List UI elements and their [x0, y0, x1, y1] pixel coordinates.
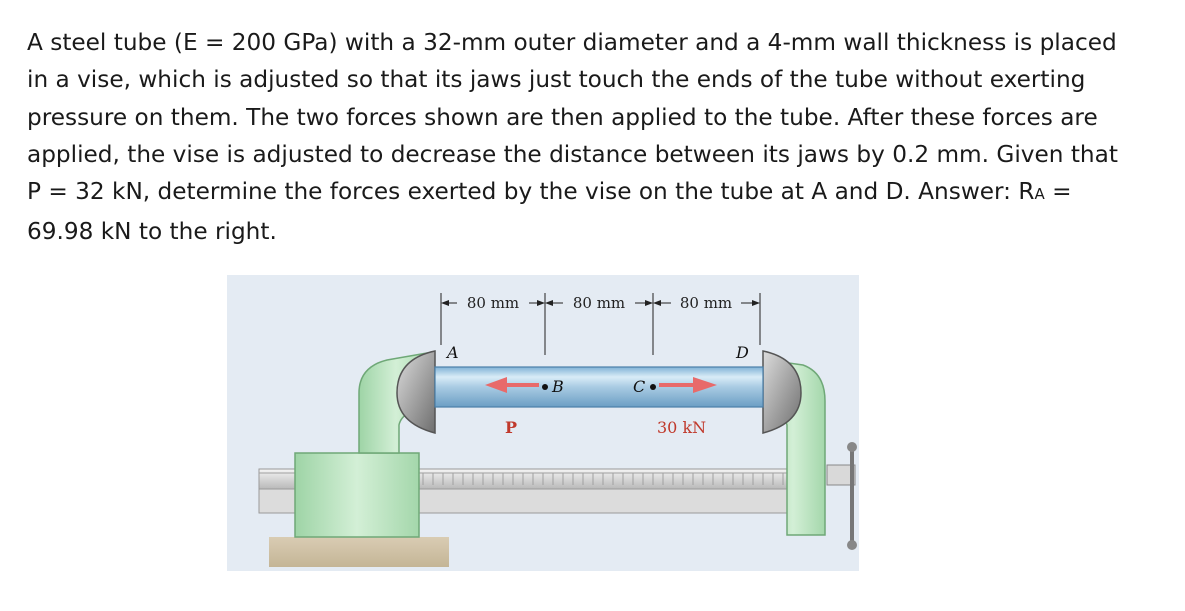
point-d-label: D	[735, 343, 749, 362]
problem-line-4: applied, the vise is adjusted to decreas…	[27, 140, 1118, 168]
dimension-lines	[440, 293, 761, 355]
point-c-dot	[650, 384, 656, 390]
problem-line-1: A steel tube (E = 200 GPa) with a 32-mm …	[27, 29, 1117, 56]
problem-line-5: P = 32 kN, determine the forces exerted …	[27, 173, 1167, 213]
problem-statement: A steel tube (E = 200 GPa) with a 32-mm …	[27, 24, 1167, 251]
problem-line-2: in a vise, which is adjusted so that its…	[27, 66, 1086, 94]
handle-knob-top	[847, 442, 857, 452]
point-a-label: A	[445, 343, 459, 362]
vise-diagram: 80 mm 80 mm 80 mm A D B C P 30 kN	[258, 293, 857, 567]
dimension-bc: 80 mm	[573, 294, 625, 312]
force-p-label: P	[505, 418, 517, 437]
ground-base	[269, 537, 449, 567]
dimension-cd: 80 mm	[680, 294, 732, 312]
problem-line-5-text: P = 32 kN, determine the forces exerted …	[27, 178, 1035, 206]
handle-knob-bottom	[847, 540, 857, 550]
answer-subscript-a: A	[1034, 185, 1045, 204]
point-c-label: C	[633, 377, 645, 396]
dimension-arrowheads	[441, 300, 760, 306]
point-b-label: B	[551, 377, 564, 396]
right-jaw	[762, 350, 802, 434]
force-30kn-label: 30 kN	[657, 418, 706, 437]
screw-housing	[826, 464, 856, 486]
answer-equals: =	[1044, 178, 1072, 206]
left-jaw	[396, 350, 436, 434]
problem-line-3: pressure on them. The two forces shown a…	[27, 103, 1098, 131]
point-b-dot	[542, 384, 548, 390]
steel-tube	[434, 366, 764, 408]
problem-line-6: 69.98 kN to the right.	[27, 218, 277, 246]
left-vise-block	[294, 452, 420, 538]
figure-vise-tube: 80 mm 80 mm 80 mm A D B C P 30 kN	[227, 275, 859, 571]
force-arrow-p	[485, 377, 539, 393]
dimension-ab: 80 mm	[467, 294, 519, 312]
force-arrow-30kn	[659, 377, 717, 393]
